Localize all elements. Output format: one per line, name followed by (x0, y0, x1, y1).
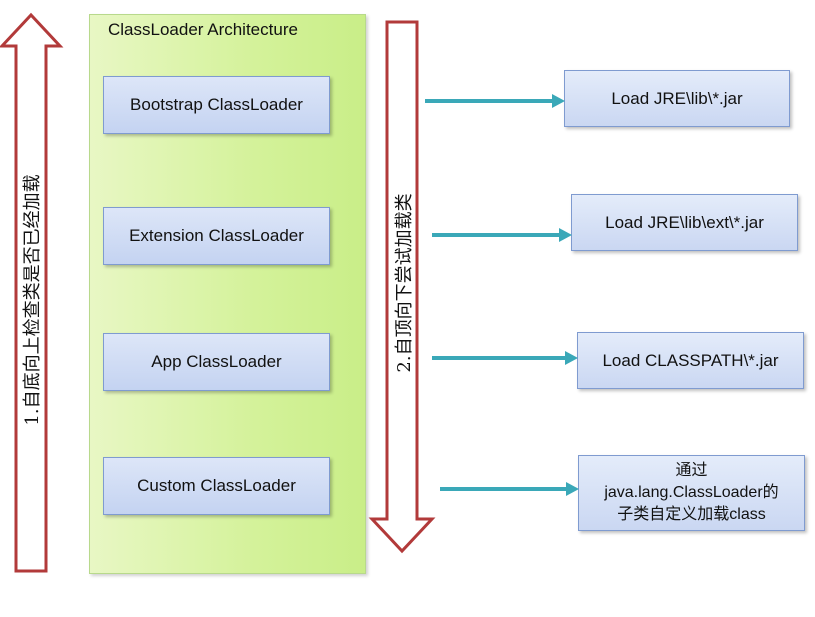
panel-title: ClassLoader Architecture (108, 20, 298, 39)
target-custom-line-1: 通过 (675, 462, 708, 479)
connector-arrow-1 (425, 94, 565, 108)
connector-arrow-4 (440, 482, 579, 496)
bootstrap-classloader-box: Bootstrap ClassLoader (103, 76, 330, 134)
right-arrow-label: 2.自顶向下尝试加载类 (394, 193, 415, 373)
extension-classloader-box: Extension ClassLoader (103, 207, 330, 265)
upward-check-arrow (0, 12, 64, 573)
target-custom-classloader: 通过 java.lang.ClassLoader的 子类自定义加载class (578, 455, 805, 531)
target-custom-line-3: 子类自定义加载class (617, 506, 766, 523)
app-classloader-box: App ClassLoader (103, 333, 330, 391)
target-jre-lib-ext: Load JRE\lib\ext\*.jar (571, 194, 798, 251)
target-classpath: Load CLASSPATH\*.jar (577, 332, 804, 389)
target-custom-line-2: java.lang.ClassLoader的 (604, 484, 779, 501)
connector-arrow-2 (432, 228, 572, 242)
connector-arrow-3 (432, 351, 578, 365)
downward-load-arrow (368, 20, 436, 554)
left-arrow-label: 1.自底向上检查类是否已经加载 (22, 174, 43, 426)
target-jre-lib: Load JRE\lib\*.jar (564, 70, 790, 127)
custom-classloader-box: Custom ClassLoader (103, 457, 330, 515)
